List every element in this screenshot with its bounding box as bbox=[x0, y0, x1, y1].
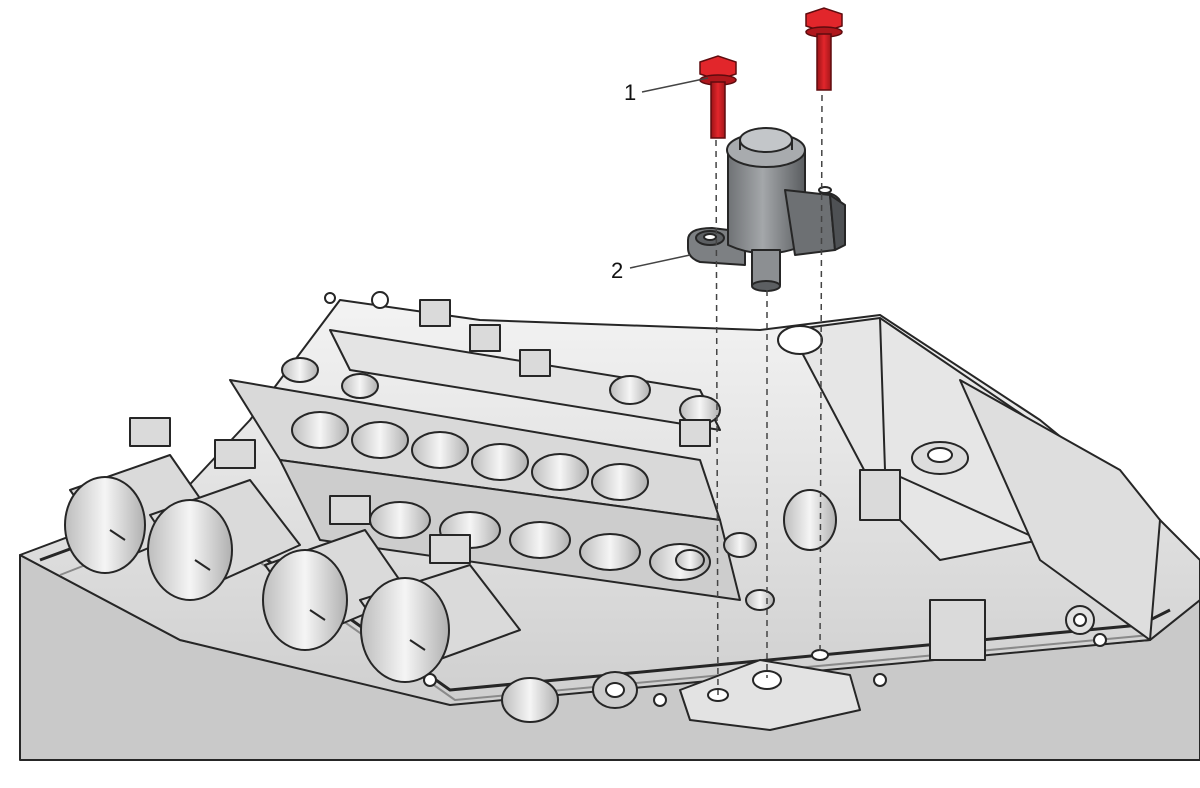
callout-2-number: 2 bbox=[611, 258, 623, 283]
callout-2: 2 bbox=[611, 254, 691, 283]
callout-1-leader bbox=[641, 77, 709, 93]
callout-1-number: 1 bbox=[624, 80, 636, 105]
solenoid-icon bbox=[687, 127, 846, 292]
callout-1: 1 bbox=[624, 77, 709, 105]
bolt-icon bbox=[805, 7, 843, 91]
alignment-lines bbox=[715, 94, 823, 696]
bolt-icon bbox=[699, 55, 737, 139]
valve-body-icon bbox=[19, 291, 1200, 761]
callout-2-leader bbox=[629, 254, 691, 269]
